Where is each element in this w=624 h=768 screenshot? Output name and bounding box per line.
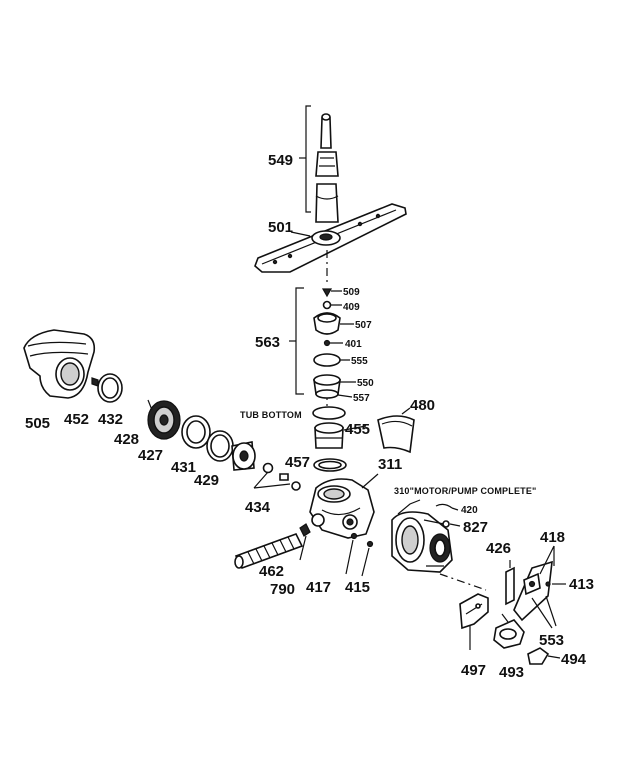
label-432: 432 [98, 411, 123, 428]
label-549: 549 [268, 152, 293, 169]
label-418: 418 [540, 529, 565, 546]
part-494-grommet [527, 647, 561, 665]
label-557: 557 [353, 393, 370, 404]
label-462: 462 [259, 563, 284, 580]
part-417-415-balls [345, 532, 374, 577]
label-426: 426 [486, 540, 511, 557]
label-455: 455 [345, 421, 370, 438]
label-tub-bottom: TUB BOTTOM [240, 410, 302, 420]
part-505-inlet-housing [23, 329, 96, 399]
label-413: 413 [569, 576, 594, 593]
label-452: 452 [64, 411, 89, 428]
part-501-spray-arm [254, 203, 407, 273]
label-827: 827 [463, 519, 488, 536]
label-493: 493 [499, 664, 524, 681]
part-426-bracket [505, 560, 515, 606]
part-418-mount [513, 545, 566, 622]
label-409: 409 [343, 302, 360, 313]
part-434-screws [253, 462, 301, 491]
part-427-plate [181, 415, 211, 449]
part-549-tube-assembly [299, 105, 339, 223]
part-493-block [493, 613, 525, 649]
part-431-ring [206, 430, 234, 462]
part-311-pump-housing [309, 473, 379, 539]
part-428-impeller [147, 399, 181, 440]
label-motor-pump-complete: 310"MOTOR/PUMP COMPLETE" [394, 486, 537, 496]
label-563: 563 [255, 334, 280, 351]
label-428: 428 [114, 431, 139, 448]
label-420: 420 [461, 505, 478, 516]
part-452-clamp [91, 373, 123, 403]
part-790-spring [299, 523, 311, 561]
label-434: 434 [245, 499, 271, 516]
label-553: 553 [539, 632, 564, 649]
label-415: 415 [345, 579, 370, 596]
label-555: 555 [351, 356, 368, 367]
label-505: 505 [25, 415, 50, 432]
part-457-ring [313, 458, 347, 472]
label-497: 497 [461, 662, 486, 679]
label-480: 480 [410, 397, 435, 414]
part-429-hub [231, 441, 256, 471]
label-494: 494 [561, 651, 587, 668]
part-310-motor [391, 499, 453, 573]
label-790: 790 [270, 581, 295, 598]
label-507: 507 [355, 320, 372, 331]
part-497-bracket [459, 593, 489, 650]
label-509: 509 [343, 287, 360, 298]
part-480-shield [377, 407, 415, 454]
part-455-ring-and-seal [312, 406, 367, 449]
label-457: 457 [285, 454, 310, 471]
label-431: 431 [171, 459, 196, 476]
label-311: 311 [378, 456, 402, 473]
part-563-hub-stack [289, 287, 356, 399]
label-427: 427 [138, 447, 163, 464]
label-417: 417 [306, 579, 331, 596]
label-429: 429 [194, 472, 219, 489]
label-550: 550 [357, 378, 374, 389]
label-401: 401 [345, 339, 362, 350]
part-462-worm-screw [234, 533, 304, 569]
label-501: 501 [268, 219, 293, 236]
part-420-827-clips [435, 503, 461, 528]
